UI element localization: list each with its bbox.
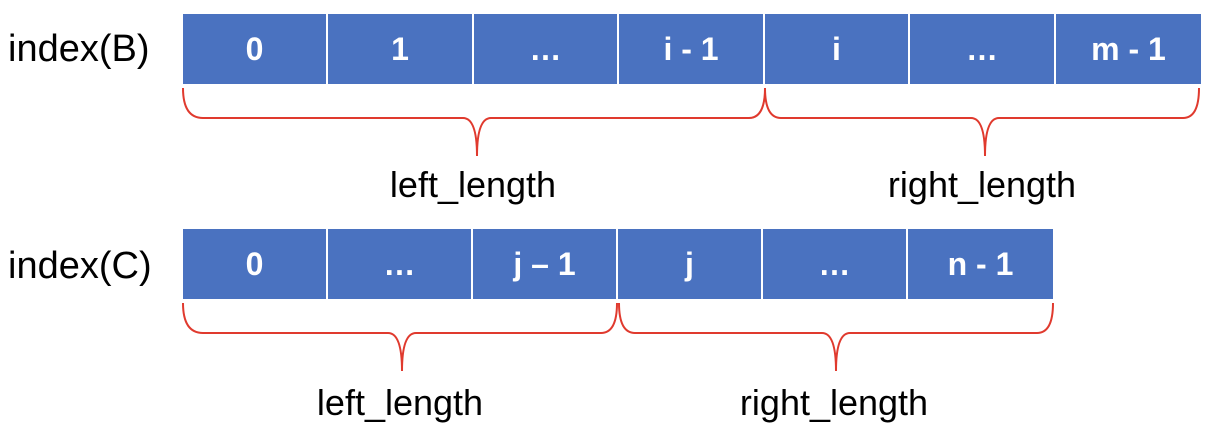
brace-c-right-label: right_length [739, 382, 929, 423]
array-b-cell: 0 [183, 14, 328, 84]
brace-c-left-label: left_length [316, 382, 484, 423]
array-b-cell: … [474, 14, 619, 84]
array-c-cell: 0 [183, 229, 328, 299]
array-c-cell: … [328, 229, 473, 299]
array-c-cell: … [763, 229, 908, 299]
array-c-label: index(C) [8, 245, 152, 287]
array-b: 0 1 … i - 1 i … m - 1 [183, 14, 1201, 84]
array-b-label: index(B) [8, 28, 150, 70]
array-b-cell: m - 1 [1056, 14, 1201, 84]
brace-c-left [182, 302, 618, 372]
brace-b-right [764, 87, 1200, 157]
array-b-cell: 1 [328, 14, 474, 84]
array-c-cell: j [618, 229, 763, 299]
array-b-cell: i - 1 [619, 14, 765, 84]
array-b-cell: … [910, 14, 1056, 84]
brace-b-left-label: left_length [389, 164, 557, 205]
array-b-cell: i [765, 14, 910, 84]
brace-b-right-label: right_length [887, 164, 1077, 205]
array-c-cell: n - 1 [908, 229, 1053, 299]
brace-b-left [182, 87, 766, 157]
brace-c-right [618, 302, 1054, 372]
array-c: 0 … j – 1 j … n - 1 [183, 229, 1053, 299]
array-c-cell: j – 1 [473, 229, 618, 299]
